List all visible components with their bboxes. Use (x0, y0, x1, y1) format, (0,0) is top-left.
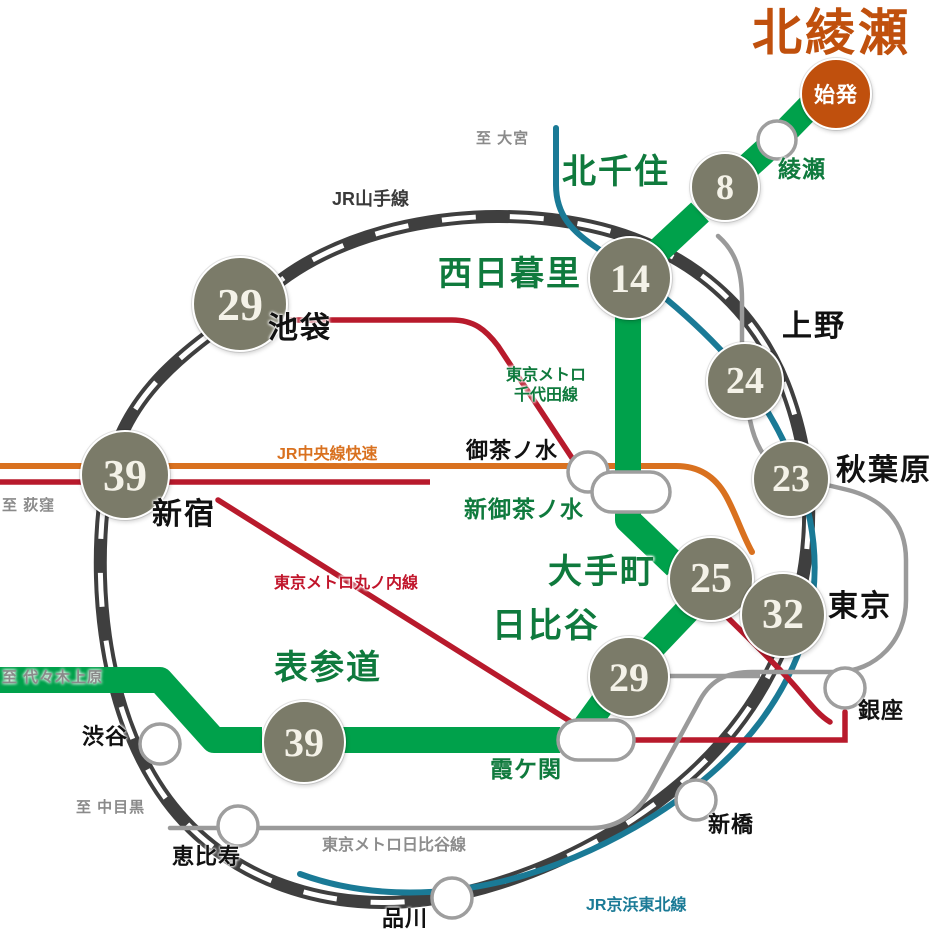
station-disc-ueno[interactable]: 24 (706, 342, 784, 420)
station-label-tokyo: 東京 (828, 590, 892, 623)
station-disc-ikebukuro[interactable]: 29 (192, 256, 288, 352)
station-disc-akihabara[interactable]: 23 (752, 440, 830, 518)
station-label-hibiya: 日比谷 (492, 608, 600, 645)
station-label-ueno: 上野 (782, 310, 846, 343)
station-label-shinagawa: 品川 (382, 906, 429, 931)
line-label-hibiya-line: 東京メトロ日比谷線 (322, 837, 467, 854)
station-label-shin-ochanomizu: 新御茶ノ水 (464, 497, 584, 522)
page-title-text: 北綾瀬 (752, 5, 911, 61)
station-label-omotesando: 表参道 (274, 650, 382, 687)
station-disc-shinjuku[interactable]: 39 (80, 430, 170, 520)
station-label-kita-senju: 北千住 (562, 154, 670, 191)
station-number-ueno: 24 (726, 360, 764, 402)
station-number-nishi-nippori: 14 (610, 255, 650, 301)
line-label-marunouchi: 東京メトロ丸ノ内線 (274, 575, 419, 592)
station-label-ikebukuro: 池袋 (268, 312, 332, 345)
terminus-note-omiya: 至 大宮 (476, 130, 530, 147)
station-label-nishi-nippori: 西日暮里 (438, 256, 582, 293)
station-disc-omotesando[interactable]: 39 (262, 700, 346, 784)
station-label-kasumigaseki: 霞ケ関 (490, 757, 562, 782)
station-label-shinjuku: 新宿 (152, 498, 216, 531)
station-label-ayase: 綾瀬 (778, 157, 826, 182)
station-label-ebisu: 恵比寿 (172, 844, 242, 869)
station-number-shinjuku: 39 (103, 450, 147, 500)
line-yamanote (91, 207, 818, 912)
station-number-akihabara: 23 (772, 458, 810, 500)
line-label-chiyoda-row1: 東京メトロ (506, 367, 587, 384)
station-disc-kita-senju[interactable]: 8 (690, 152, 760, 222)
station-number-otemachi: 25 (690, 556, 732, 602)
station-disc-hibiya[interactable]: 29 (588, 636, 670, 718)
station-number-tokyo: 32 (762, 592, 804, 638)
station-label-akihabara: 秋葉原 (836, 454, 932, 487)
terminus-note-yoyogi-uehara: 至 代々木上原 (2, 669, 104, 686)
start-badge: 始発 (800, 58, 872, 130)
station-disc-nishi-nippori[interactable]: 14 (588, 236, 672, 320)
station-number-kita-senju: 8 (716, 167, 734, 207)
line-label-yamanote: JR山手線 (332, 189, 410, 209)
station-label-otemachi: 大手町 (548, 554, 656, 591)
terminus-note-ogikubo: 至 荻窪 (2, 497, 56, 514)
line-label-chuo-rapid: JR中央線快速 (277, 446, 378, 463)
station-label-ginza: 銀座 (858, 698, 905, 723)
start-badge-label: 始発 (814, 84, 858, 107)
station-number-ikebukuro: 29 (217, 278, 263, 330)
page-title: 北綾瀬 (752, 8, 911, 58)
terminus-note-nakameguro: 至 中目黒 (76, 799, 146, 816)
station-number-hibiya: 29 (609, 654, 649, 700)
line-marunouchi (0, 317, 848, 743)
station-label-shibuya: 渋谷 (82, 724, 129, 749)
line-label-keihin-tohoku: JR京浜東北線 (586, 897, 687, 914)
line-label-chiyoda: 東京メトロ 千代田線 (506, 366, 586, 406)
station-label-shimbashi: 新橋 (708, 812, 755, 837)
station-number-omotesando: 39 (284, 719, 324, 765)
station-disc-tokyo[interactable]: 32 (740, 572, 826, 658)
line-label-chiyoda-row2: 千代田線 (514, 387, 579, 404)
station-label-ochanomizu: 御茶ノ水 (466, 438, 559, 463)
interchange-markers (138, 119, 867, 920)
line-chuo-rapid (0, 463, 755, 555)
station-disc-otemachi[interactable]: 25 (668, 536, 754, 622)
